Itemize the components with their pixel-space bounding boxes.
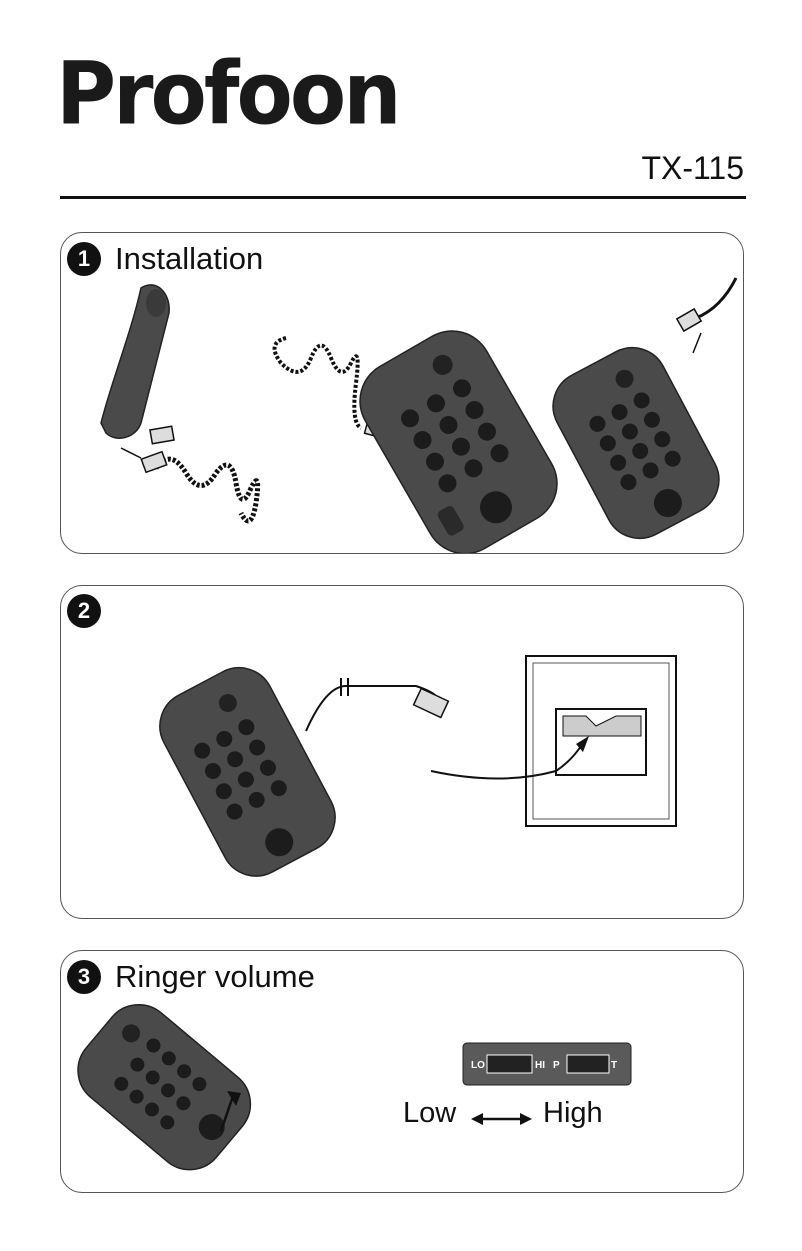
switch-hi-label: HI bbox=[535, 1060, 545, 1071]
ringer-low-label: Low bbox=[403, 1097, 457, 1129]
wall-connection-illustration bbox=[159, 655, 677, 877]
step-1-panel: 1 Installation bbox=[60, 232, 744, 554]
step-title: Installation bbox=[115, 241, 264, 276]
arrow-line bbox=[120, 447, 142, 459]
installation-illustration bbox=[100, 277, 738, 553]
step-1-header: 1 Installation bbox=[67, 241, 263, 277]
phone-base-illustration bbox=[359, 330, 558, 553]
rj11-plug-icon bbox=[140, 450, 168, 474]
model-number: TX-115 bbox=[641, 150, 744, 186]
switch-lo-label: LO bbox=[471, 1060, 485, 1071]
step-2-panel: 2 bbox=[60, 585, 744, 919]
step-number-badge: 2 bbox=[67, 594, 101, 628]
header-divider bbox=[60, 196, 746, 199]
phone-base-illustration bbox=[77, 1003, 252, 1171]
rj11-plug-icon bbox=[412, 687, 450, 719]
step-number-badge: 1 bbox=[67, 242, 101, 276]
ringer-high-label: High bbox=[543, 1097, 603, 1129]
step-3-header: 3 Ringer volume bbox=[67, 959, 315, 995]
step-title: Ringer volume bbox=[115, 959, 315, 994]
brand-logo: Profoon bbox=[56, 44, 402, 145]
switch-p-label: P bbox=[553, 1060, 560, 1071]
switch-t-label: T bbox=[611, 1060, 617, 1071]
phone-base-illustration bbox=[159, 667, 336, 877]
rj11-plug-icon bbox=[149, 425, 175, 445]
phone-base-illustration bbox=[552, 346, 720, 540]
ringer-switch-panel bbox=[462, 1042, 632, 1086]
rj11-plug-icon bbox=[675, 307, 703, 333]
step-3-panel: LO HI P T 3 Ringer volume Low High bbox=[60, 950, 744, 1193]
step-number-badge: 3 bbox=[67, 960, 101, 994]
step-2-header: 2 bbox=[67, 594, 101, 628]
ringer-volume-illustration: LO HI P T bbox=[77, 1003, 632, 1171]
arrow-up-icon bbox=[219, 1095, 235, 1132]
handset-illustration bbox=[100, 284, 170, 439]
